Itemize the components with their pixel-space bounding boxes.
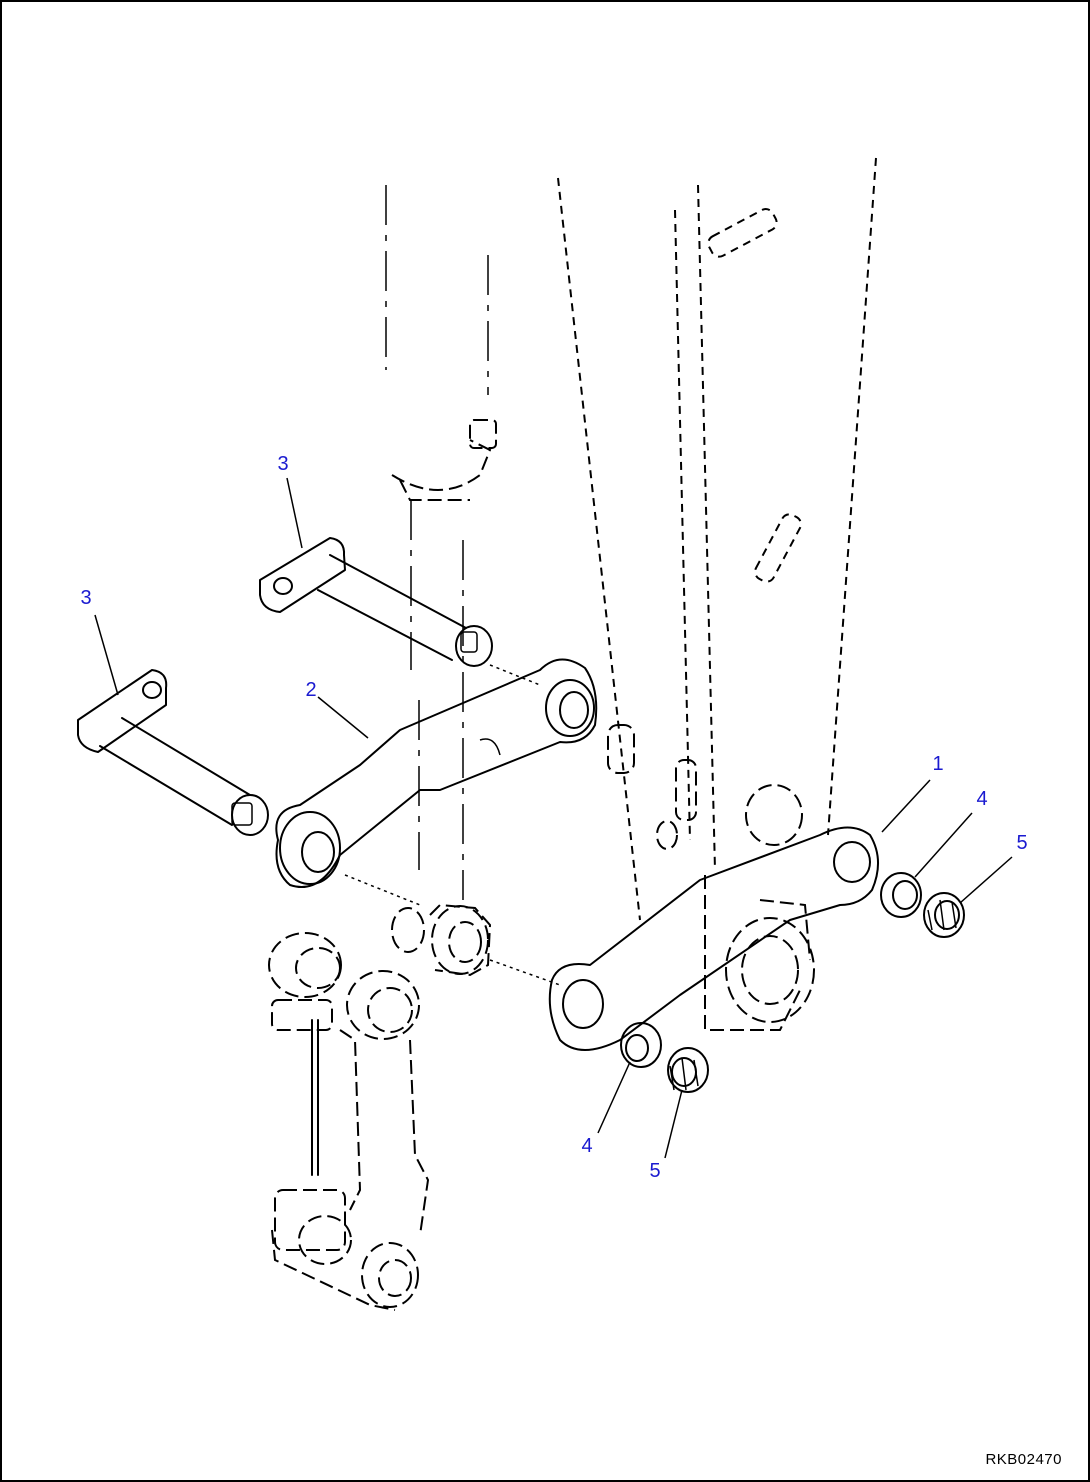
arm-phantom-outline [557,157,877,1031]
callout-link-2: 2 [305,679,317,701]
bucket-link-phantom [268,903,492,1311]
link-1-part [489,826,879,1051]
pin-upper [259,537,493,667]
washer-right [880,872,922,918]
callout-nut-5-lower: 5 [649,1160,661,1182]
washer-lower [620,1022,662,1068]
callout-pin-3-lower: 3 [80,587,92,609]
callout-washer-4-right: 4 [976,788,988,810]
leader-lines [94,477,1013,1159]
pin-lower [77,669,269,836]
nut-right [923,892,965,938]
callout-pin-3-upper: 3 [277,453,289,475]
callout-nut-5-right: 5 [1016,832,1028,854]
link-2-part [275,658,598,906]
nut-lower [667,1047,709,1093]
callout-washer-4-lower: 4 [581,1135,593,1157]
callout-link-1: 1 [932,753,944,775]
cylinder-rod-phantom [385,185,497,900]
drawing-code: RKB02470 [985,1451,1062,1468]
